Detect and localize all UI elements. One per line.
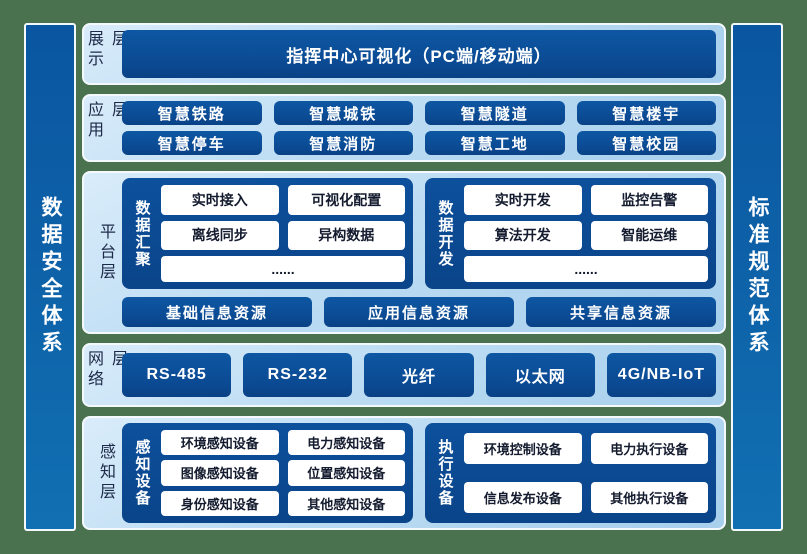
platform-item: 离线同步	[161, 220, 279, 251]
execution-devices-group: 执行设备 环境控制设备 电力执行设备 信息发布设备 其他执行设备	[425, 423, 716, 523]
platform-item-more: ......	[161, 256, 405, 282]
network-item: 4G/NB-IoT	[606, 353, 717, 397]
app-item: 智慧校园	[576, 131, 716, 155]
platform-item: 智能运维	[590, 220, 708, 251]
network-item: RS-485	[122, 353, 232, 397]
perception-layer-label-wrap: 感知层	[88, 423, 122, 523]
standards-bar-label: 标准规范体系	[746, 196, 769, 358]
app-item: 智慧停车	[122, 131, 262, 155]
sensing-devices-grid: 环境感知设备 电力感知设备 图像感知设备 位置感知设备 身份感知设备 其他感知设…	[161, 430, 405, 516]
app-item: 智慧隧道	[425, 101, 565, 125]
platform-item: 实时开发	[464, 185, 582, 215]
platform-item: 监控告警	[590, 185, 708, 215]
platform-item: 可视化配置	[287, 185, 405, 215]
network-layer-panel: 网络层 RS-485 RS-232 光纤 以太网 4G/NB-IoT	[82, 343, 726, 407]
information-resources-row: 基础信息资源 应用信息资源 共享信息资源	[122, 297, 716, 327]
data-development-label: 数据开发	[436, 199, 454, 268]
application-row-2: 智慧停车 智慧消防 智慧工地 智慧校园	[122, 131, 716, 155]
data-aggregation-group: 数据汇聚 实时接入 可视化配置 离线同步 异构数据 ......	[122, 178, 413, 289]
network-item: 以太网	[485, 353, 595, 397]
display-layer-label-wrap: 展示层	[85, 30, 126, 78]
application-row-1: 智慧铁路 智慧城铁 智慧隧道 智慧楼宇	[122, 101, 716, 125]
network-layer-label: 网络层	[85, 350, 126, 390]
perception-layer-label: 感知层	[97, 443, 114, 503]
display-layer-label: 展示层	[85, 30, 126, 70]
device-item: 其他感知设备	[287, 490, 405, 516]
device-item: 环境感知设备	[161, 430, 279, 456]
device-item: 电力执行设备	[590, 433, 708, 464]
app-item: 智慧铁路	[122, 101, 262, 125]
sensing-devices-group: 感知设备 环境感知设备 电力感知设备 图像感知设备 位置感知设备 身份感知设备 …	[122, 423, 413, 523]
data-aggregation-label: 数据汇聚	[133, 199, 151, 268]
device-item: 身份感知设备	[161, 490, 279, 516]
layer-stack: 展示层 指挥中心可视化（PC端/移动端） 应用层 智慧铁路 智慧城铁 智慧隧道 …	[82, 23, 726, 531]
platform-item: 异构数据	[287, 220, 405, 251]
device-item: 图像感知设备	[161, 460, 279, 486]
execution-devices-label: 执行设备	[436, 439, 454, 507]
app-item: 智慧楼宇	[576, 101, 716, 125]
sensing-devices-label: 感知设备	[133, 439, 151, 507]
data-development-label-wrap: 数据开发	[433, 185, 457, 282]
device-item: 信息发布设备	[464, 482, 582, 513]
data-aggregation-label-wrap: 数据汇聚	[130, 185, 154, 282]
data-security-bar-label: 数据安全体系	[39, 196, 62, 358]
resource-item: 应用信息资源	[324, 297, 514, 327]
platform-groups: 数据汇聚 实时接入 可视化配置 离线同步 异构数据 ...... 数据开发	[122, 178, 716, 289]
platform-layer-label-wrap: 平台层	[88, 178, 122, 327]
application-layer-label: 应用层	[85, 101, 126, 141]
platform-item: 实时接入	[161, 185, 279, 215]
execution-devices-label-wrap: 执行设备	[433, 430, 457, 516]
display-layer-panel: 展示层 指挥中心可视化（PC端/移动端）	[82, 23, 726, 85]
data-development-group: 数据开发 实时开发 监控告警 算法开发 智能运维 ......	[425, 178, 716, 289]
network-layer-label-wrap: 网络层	[85, 350, 126, 400]
resource-item: 共享信息资源	[526, 297, 716, 327]
command-center-box: 指挥中心可视化（PC端/移动端）	[122, 30, 716, 78]
application-layer-panel: 应用层 智慧铁路 智慧城铁 智慧隧道 智慧楼宇 智慧停车 智慧消防 智慧工地 智…	[82, 94, 726, 162]
network-item: 光纤	[364, 353, 474, 397]
execution-devices-grid: 环境控制设备 电力执行设备 信息发布设备 其他执行设备	[464, 430, 708, 516]
data-security-bar: 数据安全体系	[24, 23, 76, 531]
app-item: 智慧城铁	[273, 101, 413, 125]
standards-bar: 标准规范体系	[731, 23, 783, 531]
data-aggregation-grid: 实时接入 可视化配置 离线同步 异构数据 ......	[161, 185, 405, 282]
data-development-grid: 实时开发 监控告警 算法开发 智能运维 ......	[464, 185, 708, 282]
perception-layer-panel: 感知层 感知设备 环境感知设备 电力感知设备 图像感知设备 位置感知设备 身份感…	[82, 416, 726, 530]
platform-layer-label: 平台层	[97, 222, 114, 283]
platform-item-more: ......	[464, 256, 708, 282]
device-item: 位置感知设备	[287, 460, 405, 486]
app-item: 智慧消防	[273, 131, 413, 155]
network-item: RS-232	[243, 353, 353, 397]
sensing-devices-label-wrap: 感知设备	[130, 430, 154, 516]
resource-item: 基础信息资源	[122, 297, 312, 327]
platform-layer-content: 数据汇聚 实时接入 可视化配置 离线同步 异构数据 ...... 数据开发	[122, 178, 716, 327]
app-item: 智慧工地	[425, 131, 565, 155]
application-layer-content: 智慧铁路 智慧城铁 智慧隧道 智慧楼宇 智慧停车 智慧消防 智慧工地 智慧校园	[122, 101, 716, 155]
display-layer-content: 指挥中心可视化（PC端/移动端）	[122, 30, 716, 78]
perception-layer-content: 感知设备 环境感知设备 电力感知设备 图像感知设备 位置感知设备 身份感知设备 …	[122, 423, 716, 523]
device-item: 其他执行设备	[590, 482, 708, 513]
device-item: 电力感知设备	[287, 430, 405, 456]
application-layer-label-wrap: 应用层	[85, 101, 126, 155]
device-item: 环境控制设备	[464, 433, 582, 464]
platform-item: 算法开发	[464, 220, 582, 251]
platform-layer-panel: 平台层 数据汇聚 实时接入 可视化配置 离线同步 异构数据 ......	[82, 171, 726, 334]
network-layer-content: RS-485 RS-232 光纤 以太网 4G/NB-IoT	[122, 350, 717, 400]
